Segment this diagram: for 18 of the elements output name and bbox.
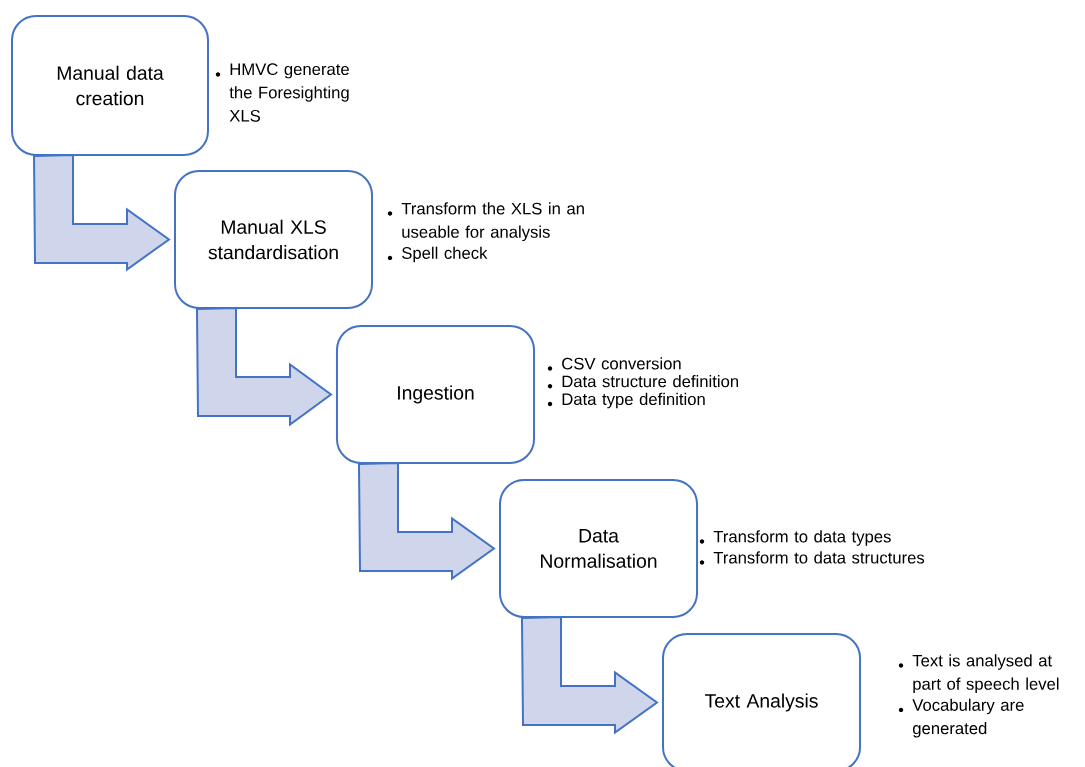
bullet-item: Transform to data types xyxy=(699,530,891,546)
process-box: Text Analysis xyxy=(661,632,862,767)
bent-arrow xyxy=(357,461,496,581)
bullet-item: Vocabulary are generated xyxy=(898,698,1024,738)
bullet-item: Data type definition xyxy=(547,392,705,409)
process-box: Manual data creation xyxy=(11,15,209,156)
bent-arrow xyxy=(520,615,659,735)
bullet-item: Data structure definition xyxy=(547,375,738,389)
bullet-item: HMVC generate the Foresighting XLS xyxy=(215,63,349,122)
bullet-item: CSV conversion xyxy=(547,357,681,371)
bent-arrow xyxy=(33,153,171,272)
process-box: Ingestion xyxy=(336,324,536,465)
process-box: Manual XLS standardisation xyxy=(174,169,374,310)
bullet-item: Text is analysed at part of speech level xyxy=(898,654,1059,694)
process-box: Data Normalisation xyxy=(498,478,699,619)
bullet-item: Transform the XLS in an useable for analysis xyxy=(387,202,584,242)
bullet-item: Transform to data structures xyxy=(699,551,925,565)
bullet-item: Spell check xyxy=(387,246,488,263)
